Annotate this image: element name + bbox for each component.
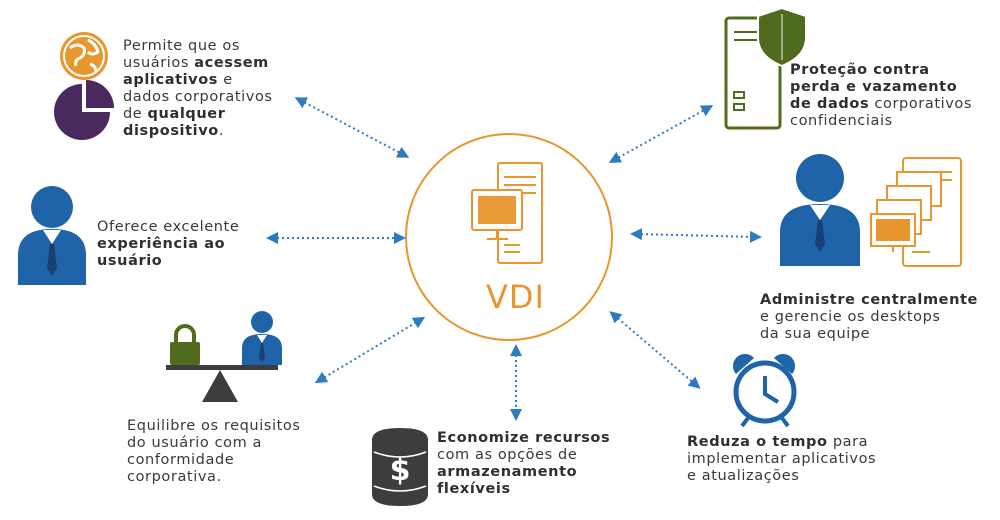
text-line: conformidade: [127, 452, 235, 468]
user-icon: [18, 186, 86, 285]
text-line: e atualizações: [687, 468, 800, 484]
text-line: da sua equipe: [760, 326, 871, 342]
text-line: implementar aplicativos: [687, 451, 877, 467]
vdi-label: VDI: [486, 278, 545, 316]
text-line: dados corporativos: [123, 89, 273, 105]
text-line: do usuário com a: [127, 435, 263, 451]
center-circle: [405, 133, 613, 341]
text-line: experiência ao: [97, 236, 226, 252]
arrow-time: [609, 311, 701, 389]
text-line: Equilibre os requisitos: [127, 418, 301, 434]
text-line: dispositivo.: [123, 123, 225, 139]
text-line: de qualquer: [123, 106, 226, 122]
connector-arrows: [266, 97, 762, 421]
arrow-any-device: [294, 97, 410, 158]
text-line: de dados corporativos: [790, 96, 973, 112]
text-line: Economize recursos: [437, 430, 611, 446]
text-line: armazenamento: [437, 464, 578, 480]
storage-money-icon: $: [372, 428, 428, 506]
text-line: usuários acessem: [123, 55, 269, 71]
text-line: Proteção contra: [790, 62, 930, 78]
arrow-protection: [608, 105, 714, 163]
arrow-balance: [314, 316, 426, 384]
text-line: flexíveis: [437, 481, 511, 497]
text-line: Oferece excelente: [97, 219, 240, 235]
dollar-sign: $: [390, 453, 411, 488]
text-line: usuário: [97, 253, 163, 269]
pie-chart-icon: [54, 80, 114, 140]
globe-icon: [60, 32, 108, 80]
text-line: aplicativos e: [123, 72, 233, 88]
text-line: com as opções de: [437, 447, 578, 463]
alarm-clock-icon: [732, 353, 797, 428]
admin-desktops-icon: [780, 154, 962, 267]
text-line: perda e vazamento: [790, 79, 958, 95]
desktop-icon: [471, 162, 543, 264]
arrow-manage: [630, 228, 762, 243]
text-line: confidenciais: [790, 113, 893, 129]
text-line: Administre centralmente: [760, 292, 978, 308]
text-line: Reduza o tempo para: [687, 434, 869, 450]
balance-scale-icon: [166, 311, 282, 402]
text-line: corporativa.: [127, 469, 222, 485]
text-line: e gerencie os desktops: [760, 309, 941, 325]
server-shield-icon: [724, 6, 807, 130]
text-line: Permite que os: [123, 38, 240, 54]
